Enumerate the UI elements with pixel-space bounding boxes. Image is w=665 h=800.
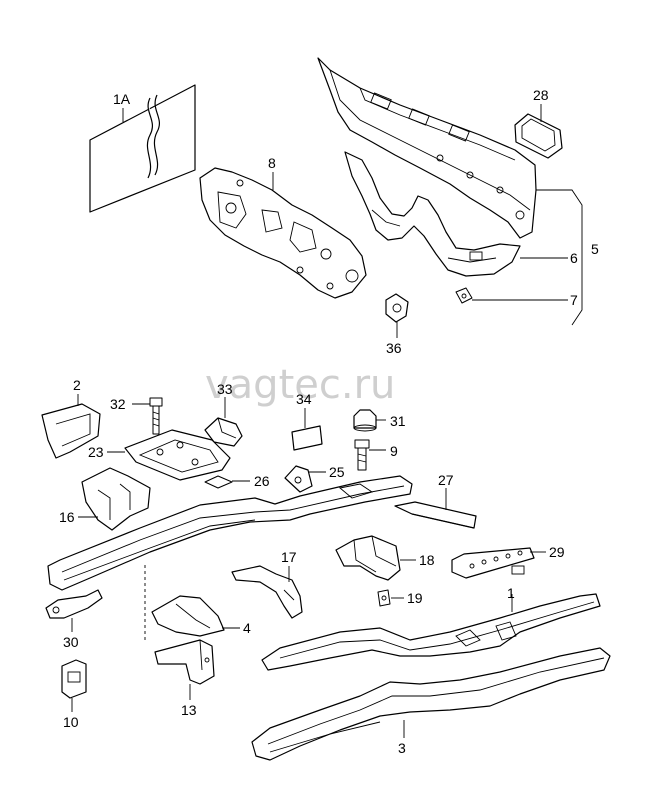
part-32-bolt [149,397,163,435]
callout-18: 18 [419,552,435,568]
callout-36: 36 [386,340,402,356]
callout-23: 34 [296,391,312,407]
part-2-bracket [41,403,101,459]
part-34-bolt [354,439,370,471]
callout-17: 17 [281,549,297,565]
callout-9: 26 [254,473,270,489]
watermark-text: vagtec.ru [205,362,395,408]
part-18-bracket [335,535,401,581]
callout-2: 2 [73,377,81,393]
callout-5: 5 [591,241,599,257]
callout-8: 8 [268,155,276,171]
part-25-bracket [284,465,313,493]
part-16-bracket [81,467,151,531]
callout-6: 6 [570,250,578,266]
callout-25: 25 [329,464,345,480]
part-10-bracket [154,639,215,685]
part-9-clip [204,475,233,489]
callout-7: 7 [570,292,578,308]
part-36-plug [385,293,409,323]
part-7-clip [455,287,473,304]
callout-28: 28 [533,87,549,103]
bracket-5 [536,189,583,326]
part-1a-insulation-mat [89,84,196,213]
callout-26: 31 [390,413,406,429]
part-1-side-member-right [261,593,601,671]
part-5-bulkhead-upper [317,57,537,239]
part-6-bulkhead-lower [344,151,521,277]
part-28-grommet [514,113,563,159]
callout-10: 13 [181,702,197,718]
part-17-bracket [231,565,303,619]
part-23-pad [291,425,323,451]
part-13-bracket [61,659,87,699]
part-19-nut [377,589,391,607]
part-4-bracket [151,595,225,637]
callout-1a: 1A [113,91,131,107]
callout-30: 30 [63,634,79,650]
part-29-strap [451,547,535,579]
callout-19: 19 [407,590,423,606]
callout-16: 16 [59,509,75,525]
callout-31: 23 [88,444,104,460]
callout-4: 4 [243,620,251,636]
callout-33: 33 [217,381,233,397]
part-side-member-left [47,475,413,591]
callout-32: 32 [110,396,126,412]
part-3-longitudinal-member [251,647,611,761]
callout-1: 1 [507,585,515,601]
part-26-nut [353,409,377,432]
callout-34: 9 [390,443,398,459]
callout-3: 3 [398,740,406,756]
callout-13: 10 [63,714,79,730]
part-27-strip [394,501,477,529]
part-30-bracket [45,589,103,619]
part-8-bulkhead-insulation [199,167,367,299]
part-31-plate [124,429,231,481]
callout-27: 27 [438,472,454,488]
callout-29: 29 [549,544,565,560]
